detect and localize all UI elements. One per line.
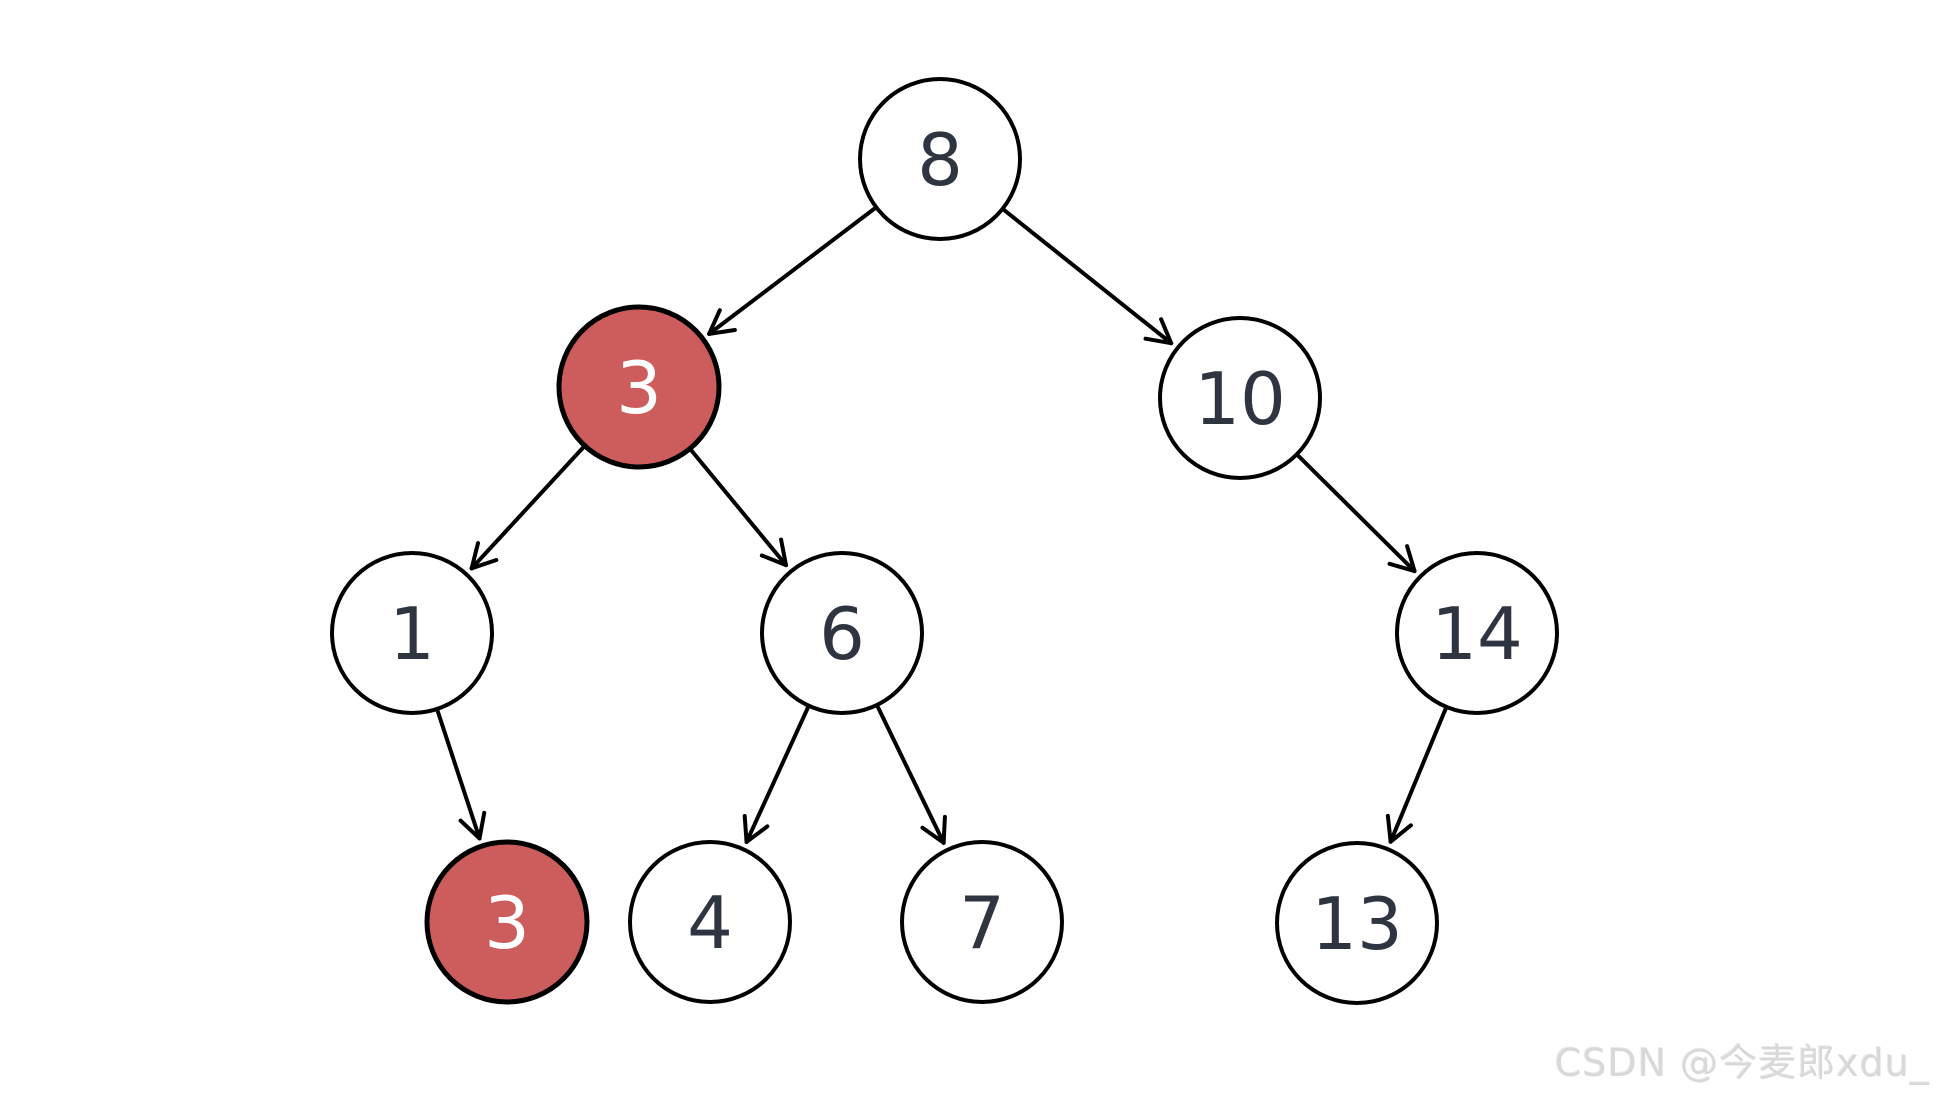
tree-node-n8: 8 (858, 77, 1022, 241)
arrowhead-icon (1143, 336, 1174, 346)
watermark: CSDN @今麦郎xdu_ (1554, 1041, 1930, 1085)
arrowhead-icon (469, 541, 480, 571)
tree-node-circle (628, 840, 792, 1004)
tree-node-circle-highlighted (556, 304, 722, 470)
arrowhead-icon (458, 818, 482, 841)
arrowhead-icon (1387, 561, 1417, 574)
tree-node-circle (1275, 841, 1439, 1005)
arrowhead-icon (1405, 544, 1417, 574)
tree-node-n1: 1 (330, 551, 494, 715)
tree-node-circle (900, 840, 1064, 1004)
tree-node-n13: 13 (1275, 841, 1439, 1005)
arrowhead-icon (1159, 317, 1174, 346)
tree-node-label: 4 (687, 881, 733, 965)
tree-node-label: 10 (1194, 357, 1286, 441)
tree-node-circle (760, 551, 924, 715)
tree-node-n6: 6 (760, 551, 924, 715)
tree-node-n3a: 3 (556, 304, 722, 470)
arrowhead-icon (707, 308, 722, 336)
tree-node-label: 3 (616, 346, 662, 430)
tree-node-n7: 7 (900, 840, 1064, 1004)
tree-node-label: 3 (484, 881, 530, 965)
arrowhead-icon (1385, 813, 1393, 844)
arrowhead-icon (779, 537, 788, 568)
tree-edge-n3a-n6 (689, 448, 788, 568)
tree-edge-n8-n10 (1002, 208, 1174, 346)
tree-node-circle (1158, 316, 1322, 480)
arrowhead-icon (920, 825, 946, 845)
tree-edge-n8-n3a (707, 206, 877, 336)
tree-edge-n3a-n1 (469, 445, 586, 571)
tree-node-label: 6 (819, 592, 865, 676)
tree-node-circle (1395, 551, 1559, 715)
tree-edge-n6-n4 (742, 705, 810, 844)
tree-node-n10: 10 (1158, 316, 1322, 480)
tree-edge-n14-n13 (1385, 706, 1448, 844)
tree-edge-n10-n14 (1296, 453, 1417, 574)
tree-node-circle (858, 77, 1022, 241)
tree-edge-n6-n7 (875, 704, 947, 845)
tree-node-label: 8 (917, 118, 963, 202)
arrowhead-icon (744, 824, 770, 844)
tree-node-label: 13 (1311, 882, 1403, 966)
arrowhead-icon (477, 810, 487, 841)
tree-node-label: 7 (959, 881, 1005, 965)
arrowhead-icon (742, 814, 749, 844)
arrowhead-icon (759, 553, 788, 568)
tree-node-label: 1 (389, 592, 435, 676)
tree-node-n3b: 3 (424, 839, 590, 1005)
tree-node-circle (330, 551, 494, 715)
tree-node-circle-highlighted (424, 839, 590, 1005)
tree-node-label: 14 (1431, 592, 1523, 676)
arrowhead-icon (941, 814, 947, 845)
arrowhead-icon (707, 328, 737, 336)
arrowhead-icon (469, 558, 499, 571)
tree-edge-n1-n3b (435, 708, 487, 841)
tree-node-n14: 14 (1395, 551, 1559, 715)
tree-node-n4: 4 (628, 840, 792, 1004)
arrowhead-icon (1388, 823, 1413, 844)
